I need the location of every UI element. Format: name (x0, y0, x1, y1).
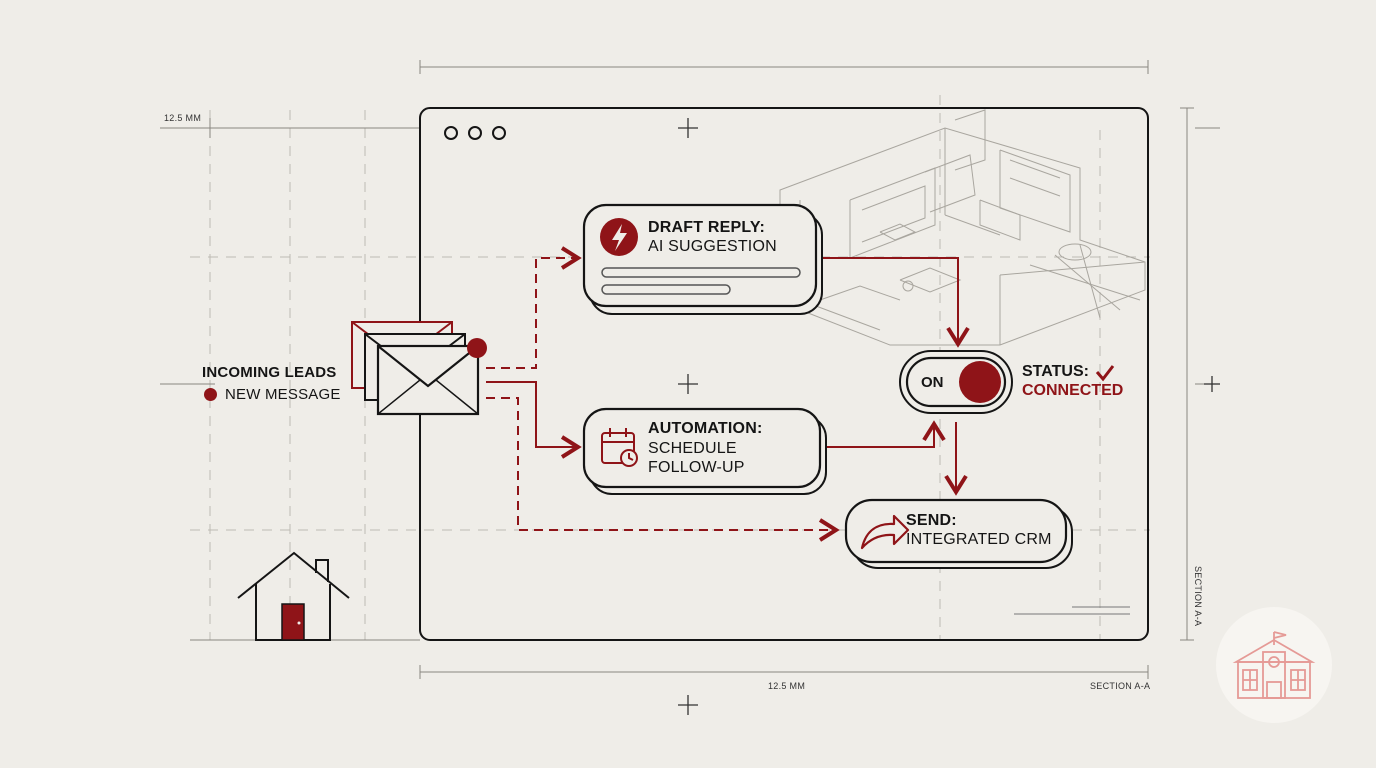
house-door-icon (281, 603, 305, 641)
window-controls (444, 126, 506, 140)
lightning-icon (600, 218, 638, 256)
automation-line-1: SCHEDULE (648, 440, 737, 457)
crosshair-marks (678, 118, 1220, 715)
section-label: SECTION A-A (1090, 681, 1151, 691)
dimension-lines (160, 60, 1220, 679)
school-logo-icon (1216, 607, 1332, 723)
notification-dot-icon (467, 338, 487, 358)
incoming-leads-title: INCOMING LEADS (202, 364, 337, 381)
dimension-label-left: 12.5 MM (164, 113, 202, 123)
suggestion-line-1 (601, 267, 801, 278)
envelope-stack-icon (351, 321, 480, 416)
send-card (844, 498, 1073, 569)
section-label-vertical: SECTION A-A (1193, 566, 1203, 627)
automation-line-2: FOLLOW-UP (648, 459, 745, 476)
draft-reply-subtitle: AI SUGGESTION (648, 238, 777, 255)
calendar-clock-icon (601, 428, 638, 467)
automation-card (582, 407, 827, 495)
status-value: CONNECTED (1022, 382, 1124, 399)
send-arrow-icon (860, 514, 910, 550)
automation-title: AUTOMATION: (648, 420, 763, 437)
draft-reply-card (582, 203, 823, 315)
send-subtitle: INTEGRATED CRM (906, 531, 1052, 548)
corner-note-lines (1014, 606, 1130, 615)
status-dot-icon (204, 388, 217, 401)
suggestion-line-2 (601, 284, 731, 295)
on-toggle-switch (899, 350, 1013, 414)
status-label: STATUS: (1022, 363, 1089, 380)
send-title: SEND: (906, 512, 957, 529)
checkmark-icon (1095, 365, 1115, 382)
flow-connectors (486, 246, 970, 542)
floorplan-sketch (779, 109, 1146, 346)
toggle-label[interactable]: ON (921, 374, 944, 391)
new-message-status: NEW MESSAGE (204, 386, 341, 403)
dimension-label-bottom: 12.5 MM (768, 681, 806, 691)
new-message-label: NEW MESSAGE (225, 386, 341, 403)
draft-reply-title: DRAFT REPLY: (648, 219, 766, 236)
